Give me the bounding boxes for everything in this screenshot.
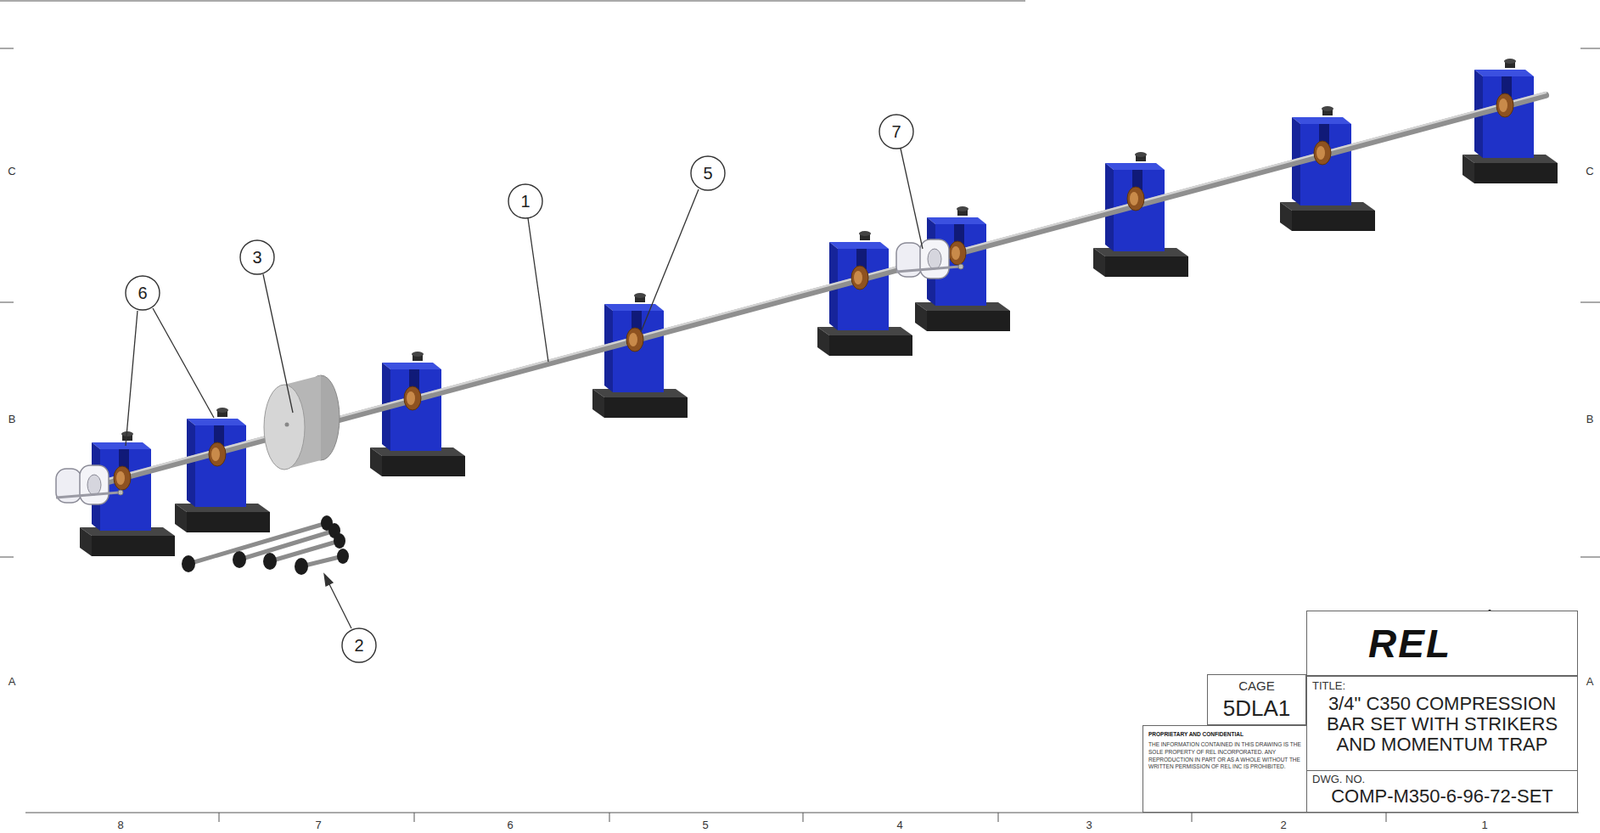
zone-letter: B: [8, 413, 17, 425]
proprietary-box: PROPRIETARY AND CONFIDENTIAL THE INFORMAT…: [1142, 724, 1308, 813]
zone-letter: C: [1585, 165, 1594, 177]
box-heading: TITLE:: [1312, 679, 1572, 692]
bushings: [113, 93, 1514, 490]
zone-number: 5: [701, 819, 708, 831]
drawing-number-box: DWG. NO.COMP-M350-6-96-72-SET: [1306, 769, 1578, 813]
strikers: [181, 515, 349, 575]
callout-number: 1: [520, 192, 530, 210]
zone-number: 6: [506, 819, 513, 831]
bar-stands: [79, 58, 1558, 556]
zone-letter: B: [1586, 413, 1595, 425]
zone-number: 1: [1481, 819, 1488, 831]
zone-number: 2: [1280, 819, 1286, 831]
zone-letter: A: [8, 675, 17, 687]
box-text: THE INFORMATION CONTAINED IN THIS DRAWIN…: [1148, 741, 1302, 771]
callout-number: 5: [702, 164, 713, 182]
box-text: 5DLA1: [1223, 695, 1292, 722]
box-heading: CAGE: [1238, 678, 1275, 693]
cage-box: CAGE 5DLA1: [1207, 673, 1307, 725]
callout-number: 3: [252, 248, 262, 266]
callout-number: 7: [891, 123, 901, 141]
callout-balloons: [125, 114, 914, 663]
callout-number: 2: [353, 636, 364, 654]
leader-lines: [125, 148, 923, 629]
logo-box: REL: [1306, 610, 1578, 676]
box-heading: REL: [1368, 620, 1452, 667]
zone-number: 4: [896, 819, 903, 831]
compression-bar: [61, 92, 1546, 495]
zone-letter: A: [1586, 675, 1595, 687]
momentum-trap: [56, 239, 964, 505]
title-box: TITLE:3/4" C350 COMPRESSION BAR SET WITH…: [1306, 675, 1578, 771]
zone-letter: C: [7, 165, 16, 177]
mass-cylinder: [263, 375, 340, 470]
box-heading: DWG. NO.: [1312, 772, 1572, 786]
box-text: 3/4" C350 COMPRESSION BAR SET WITH STRIK…: [1312, 693, 1572, 756]
zone-number: 7: [314, 819, 321, 831]
box-text: COMP-M350-6-96-72-SET: [1312, 785, 1572, 808]
callout-number: 6: [137, 284, 147, 302]
zone-number: 8: [117, 819, 124, 831]
zone-number: 3: [1085, 819, 1092, 831]
box-heading: PROPRIETARY AND CONFIDENTIAL: [1148, 730, 1302, 737]
